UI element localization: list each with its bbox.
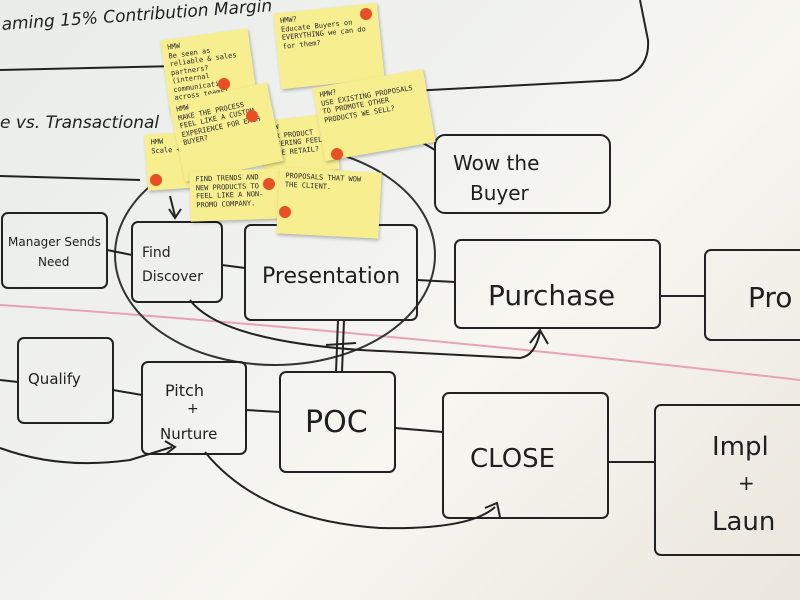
sticky-dot-icon: [360, 8, 372, 20]
find-text-2: Discover: [142, 269, 203, 285]
poc-box: [279, 371, 396, 473]
left-line: [0, 175, 141, 181]
top-left-line: [0, 65, 181, 71]
pitch-text-2: Nurture: [160, 425, 217, 443]
pro-text: Pro: [748, 281, 792, 314]
pitch-text-1: Pitch: [165, 381, 204, 400]
purchase-box: [454, 239, 661, 329]
implement-text-2: Laun: [712, 507, 775, 537]
find-text-1: Find: [142, 245, 171, 261]
sticky-dot-icon: [263, 178, 275, 190]
pink-guide-line: [0, 304, 800, 381]
manager-text-2: Need: [38, 255, 69, 269]
implement-box: [654, 404, 800, 556]
sticky-note-8: PROPOSALS THAT WOW THE CLIENT.: [276, 167, 382, 239]
implement-plus: +: [738, 471, 755, 495]
sticky-dot-icon: [279, 206, 291, 218]
wow-text-2: Buyer: [470, 181, 530, 205]
wow-box: [434, 134, 611, 214]
wow-text-1: Wow the: [453, 151, 539, 175]
top-bracket: [329, 0, 650, 97]
implement-text-1: Impl: [712, 432, 769, 462]
manager-box: [1, 212, 108, 289]
pitch-box: [141, 361, 247, 455]
find-box: [131, 221, 223, 303]
close-box: [442, 392, 609, 519]
sticky-dot-icon: [331, 148, 343, 160]
purchase-text: Purchase: [488, 279, 615, 312]
presentation-text: Presentation: [262, 264, 400, 289]
sticky-note-7: FIND TRENDS AND NEW PRODUCTS TO FEEL LIK…: [189, 168, 283, 222]
pitch-plus: +: [187, 401, 199, 417]
sticky-dot-icon: [150, 174, 162, 186]
qualify-text: Qualify: [28, 370, 81, 388]
sticky-dot-icon: [246, 110, 258, 122]
poc-text: POC: [305, 405, 368, 440]
sticky-dot-icon: [218, 78, 230, 90]
qualify-box: [17, 337, 114, 424]
left-note: e vs. Transactional: [0, 113, 159, 133]
close-text: CLOSE: [470, 444, 555, 474]
manager-text-1: Manager Sends: [8, 235, 101, 249]
